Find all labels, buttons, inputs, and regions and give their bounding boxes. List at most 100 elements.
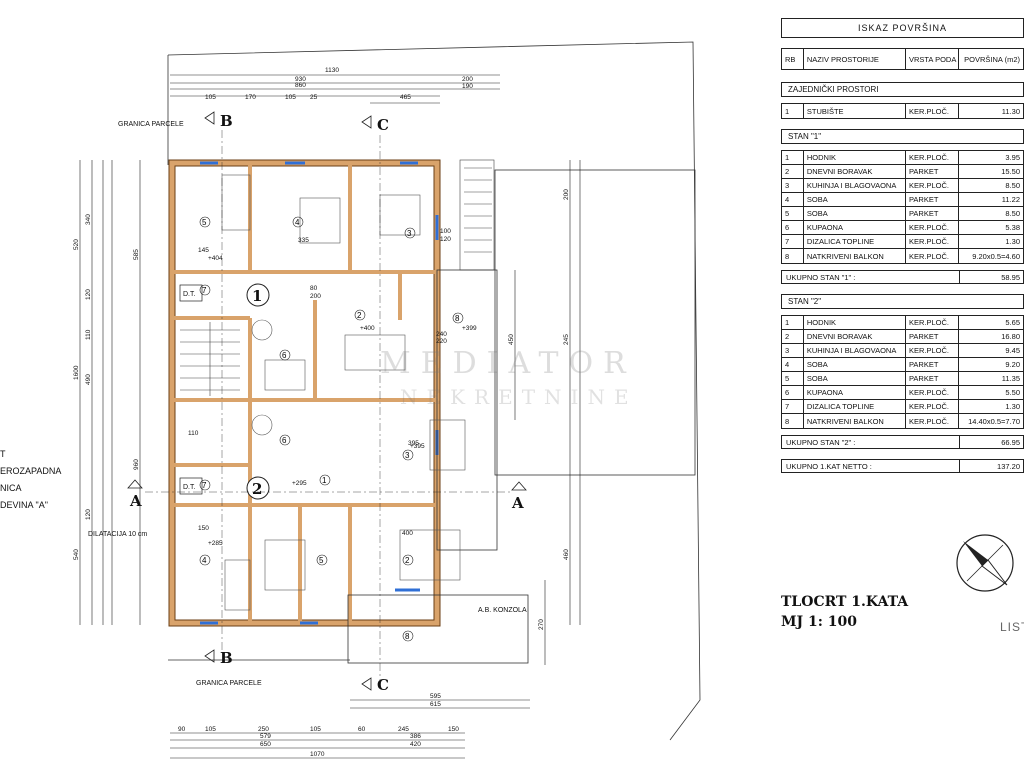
table-cell: DNEVNI BORAVAK [804,165,906,178]
right-dimensions [514,160,581,665]
apt1-marker [246,283,270,307]
dim-top-200: 200 [462,76,473,83]
dim-top-chain-2: 105 [285,94,296,101]
total-value: 66.95 [1001,437,1020,447]
watermark-subtitle: NEKRETNINE [400,385,638,409]
table-cell: HODNIK [804,151,906,164]
room-8-apt2: 8 [405,632,410,641]
dim-top-860: 860 [295,82,306,89]
table-title: ISKAZ POVRŠINA [781,18,1024,38]
section-title-0: ZAJEDNIČKI PROSTORI [781,82,1024,97]
room-2-apt1: 2 [357,311,362,320]
table-cell: SOBA [804,372,906,385]
granica-parcele-bottom: GRANICA PARCELE [196,680,262,687]
table-cell: 4 [782,193,804,206]
room-dim-6: 395 [408,440,419,447]
table-cell: 7 [782,400,804,413]
room-8-apt1: 8 [455,314,460,323]
dim-top-chain-0: 105 [205,94,216,101]
table-cell: PARKET [906,207,959,220]
section-total-1: UKUPNO STAN "1" :58.95 [781,270,1024,284]
room-dim-5: 220 [436,338,447,345]
apt1-number: 1 [252,287,262,305]
room-6-apt2: 6 [282,436,287,445]
elev-1: +400 [360,325,375,332]
grand-total: UKUPNO 1.KAT NETTO :137.20 [781,459,1024,473]
table-cell: PARKET [906,193,959,206]
table-cell: KUPAONA [804,386,906,399]
dim-bottom-420: 420 [410,741,421,748]
dim-top-930: 930 [295,76,306,83]
dim-bottom-chain-5: 245 [398,726,409,733]
table-cell: DNEVNI BORAVAK [804,330,906,343]
table-cell: 6 [782,221,804,234]
sheet-label: LIST [1000,620,1024,634]
room-2-apt2: 2 [405,556,410,565]
table-cell: 8.50 [1005,181,1020,190]
plan-title-block: TLOCRT 1.KATA MJ 1: 100 [781,592,908,632]
table-cell: 14.40x0.5=7.70 [968,416,1020,426]
table-cell: 3.95 [1005,153,1020,162]
table-cell: 5.38 [1005,223,1020,232]
dim-left-8: 540 [73,549,80,560]
plan-title: TLOCRT 1.KATA [781,594,909,610]
dim-right-0: 200 [563,189,570,200]
table-cell: 5 [782,207,804,220]
dt-box-1 [179,284,203,302]
dim-left-4: 490 [85,374,92,385]
dim-right-1: 450 [508,334,515,345]
table-cell: KER.PLOČ. [906,235,959,248]
plan-scale: MJ 1: 100 [781,614,858,630]
total-label: UKUPNO STAN "2" : [782,436,960,448]
room-3-apt1: 3 [407,229,412,238]
dim-right-3: 460 [563,549,570,560]
dim-bottom-chain-1: 105 [205,726,216,733]
granica-parcele-top: GRANICA PARCELE [118,121,184,128]
table-cell: 8 [782,414,804,428]
section-a-left-arrow [127,479,143,489]
room-dim-7: 150 [198,525,209,532]
section-title-1: STAN "1" [781,129,1024,144]
staircase [180,159,495,396]
table-cell: KER.PLOČ. [906,151,959,164]
balcony-upper [494,169,696,476]
dim-left-6: 585 [133,249,140,260]
header-vrsta: VRSTA PODA [906,49,959,69]
site-boundary [167,41,701,741]
watermark: MEDIATOR [380,346,636,381]
table-cell: 16.80 [1001,332,1020,341]
section-b-bottom: B [220,649,233,667]
elev-0: +404 [208,255,223,262]
dim-right-2: 245 [563,334,570,345]
table-cell: 5.50 [1005,388,1020,397]
section-b-bottom-arrow [204,649,215,663]
dim-top-chain-3: 25 [310,94,318,101]
room-4-apt1: 4 [295,218,300,227]
table-cell: KER.PLOČ. [906,316,959,329]
table-cell: DIZALICA TOPLINE [804,235,906,248]
elev-2: +395 [410,443,425,450]
dim-right-6: 120 [440,236,451,243]
dim-left-0: 520 [73,239,80,250]
section-a-right-arrow [511,481,527,491]
dim-left-2: 120 [85,289,92,300]
table-cell: 9.20 [1005,360,1020,369]
table-cell: 9.20x0.5=4.60 [972,251,1020,261]
side-text-line-0: T [0,449,6,459]
room-dim-4: 240 [436,331,447,338]
table-cell: KUHINJA I BLAGOVAONA [804,179,906,192]
table-cell: NATKRIVENI BALKON [804,249,906,263]
room-3-apt2: 3 [405,451,410,460]
dim-top-190: 190 [462,83,473,90]
apt2-marker [246,476,270,500]
